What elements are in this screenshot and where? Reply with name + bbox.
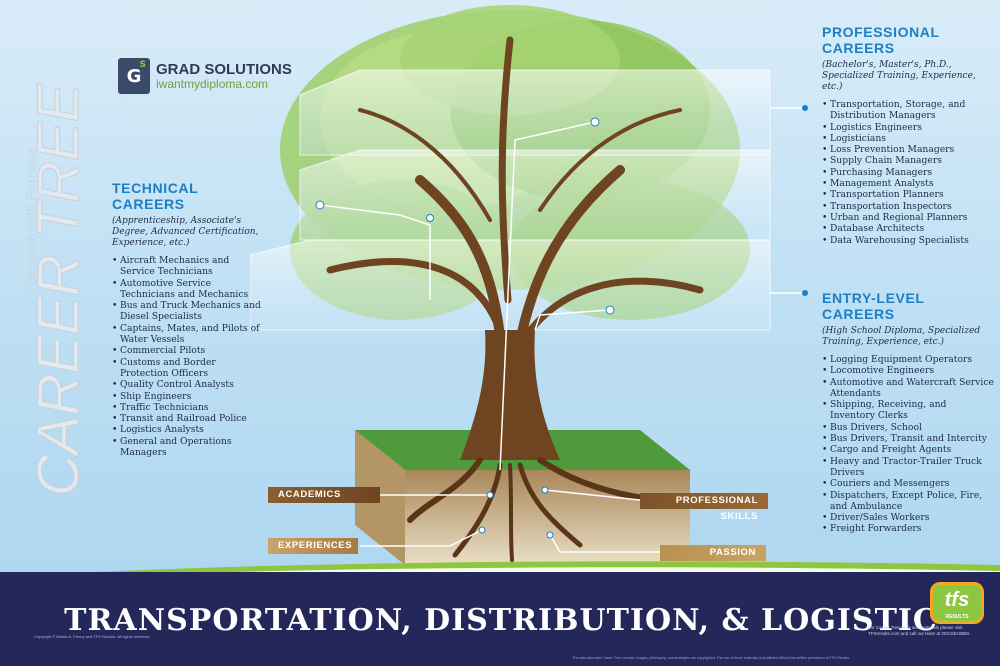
logo-badge: G S (118, 58, 150, 94)
list-item: Locomotive Engineers (822, 365, 994, 377)
list-item: Bus Drivers, Transit and Intercity (822, 433, 994, 445)
career-tree-illustration (250, 5, 808, 565)
list-item: Transportation Planners (822, 189, 990, 201)
connector-lines (319, 107, 805, 553)
list-item: Bus Drivers, School (822, 422, 994, 434)
tfs-mark: tfs (944, 589, 970, 611)
technical-subtitle: (Apprenticeship, Associate's Degree, Adv… (112, 216, 259, 248)
list-item: Urban and Regional Planners (822, 212, 990, 224)
experiences-label: EXPERIENCES (268, 538, 358, 554)
list-item: Management Analysts (822, 178, 990, 190)
grad-solutions-logo: G S GRAD SOLUTIONS iwantmydiploma.com (118, 58, 292, 94)
footer-note: For Career Tree tools and materials plea… (868, 625, 971, 636)
entry-career-list: Logging Equipment Operators Locomotive E… (822, 354, 994, 535)
list-item: Transportation Inspectors (822, 201, 990, 213)
list-item: Logistics Engineers (822, 122, 990, 134)
logo-url: iwantmydiploma.com (156, 76, 269, 91)
side-tagline: Education with Purpose. (23, 145, 39, 296)
list-item: Transit and Railroad Police (112, 413, 262, 425)
list-item: Commercial Pilots (112, 345, 262, 357)
copyright-text: Copyright © Martin A. Penny and TFS Resu… (34, 634, 151, 639)
list-item: Shipping, Receiving, and Inventory Clerk… (822, 399, 994, 422)
list-item: Automotive Service Technicians and Mecha… (112, 278, 262, 301)
list-item: Data Warehousing Specialists (822, 235, 990, 247)
connector-dots (315, 117, 615, 539)
list-item: Traffic Technicians (112, 402, 262, 414)
career-tree-side-brand: Education with Purpose. CAREER TREE (23, 82, 84, 497)
list-item: Logisticians (822, 133, 990, 145)
list-item: Logistics Analysts (112, 424, 262, 436)
list-item: Aircraft Mechanics and Service Technicia… (112, 255, 262, 278)
entry-title-line1: ENTRY-LEVEL (822, 290, 925, 306)
professional-careers-panel: PROFESSIONAL CAREERS (Bachelor's, Master… (822, 24, 990, 246)
technical-title-line1: TECHNICAL (112, 180, 199, 196)
list-item: General and Operations Managers (112, 436, 262, 459)
list-item: Loss Prevention Managers (822, 144, 990, 156)
list-item: Customs and Border Protection Officers (112, 357, 262, 380)
tfs-sub: RESULTS (945, 614, 969, 620)
entry-level-careers-panel: ENTRY-LEVEL CAREERS (High School Diploma… (822, 290, 994, 535)
list-item: Quality Control Analysts (112, 379, 262, 391)
list-item: Automotive and Watercraft Service Attend… (822, 377, 994, 400)
technical-careers-panel: TECHNICAL CAREERS (Apprenticeship, Assoc… (112, 180, 262, 458)
professional-career-list: Transportation, Storage, and Distributio… (822, 99, 990, 246)
technical-title-line2: CAREERS (112, 196, 185, 212)
list-item: Database Architects (822, 223, 990, 235)
passion-label: PASSION (660, 545, 766, 561)
list-item: Dispatchers, Except Police, Fire, and Am… (822, 490, 994, 513)
career-level-boxes (250, 69, 771, 331)
tfs-results-logo: tfs RESULTS (930, 582, 984, 624)
bottom-title-band (0, 572, 1000, 666)
list-item: Freight Forwarders (822, 523, 994, 535)
list-item: Cargo and Freight Agents (822, 444, 994, 456)
side-title: CAREER TREE (26, 82, 84, 496)
technical-career-list: Aircraft Mechanics and Service Technicia… (112, 255, 262, 458)
professional-title-line2: CAREERS (822, 40, 895, 56)
academics-label: ACADEMICS (268, 487, 380, 503)
professional-skills-label: PROFESSIONAL SKILLS (640, 493, 768, 522)
list-item: Couriers and Messengers (822, 478, 994, 490)
list-item: Captains, Mates, and Pilots of Water Ves… (112, 323, 262, 346)
logo-name: GRAD SOLUTIONS (156, 60, 292, 78)
list-item: Logging Equipment Operators (822, 354, 994, 366)
list-item: Bus and Truck Mechanics and Diesel Speci… (112, 300, 262, 323)
professional-title-line1: PROFESSIONAL (822, 24, 940, 40)
logo-badge-letter: G (126, 65, 142, 87)
poster-title: TRANSPORTATION, DISTRIBUTION, & LOGISTIC (64, 603, 938, 638)
list-item: Heavy and Tractor-Trailer Truck Drivers (822, 456, 994, 479)
list-item: Driver/Sales Workers (822, 512, 994, 524)
entry-subtitle: (High School Diploma, Specialized Traini… (822, 326, 981, 347)
list-item: Ship Engineers (112, 391, 262, 403)
panel-marker-dots (802, 105, 808, 296)
entry-title-line2: CAREERS (822, 306, 895, 322)
list-item: Purchasing Managers (822, 167, 990, 179)
logo-badge-sup: S (139, 60, 146, 70)
list-item: Supply Chain Managers (822, 155, 990, 167)
fine-print: The education and Career Tree concept, i… (572, 656, 850, 660)
professional-subtitle: (Bachelor's, Master's, Ph.D., Specialize… (822, 60, 976, 92)
list-item: Transportation, Storage, and Distributio… (822, 99, 990, 122)
